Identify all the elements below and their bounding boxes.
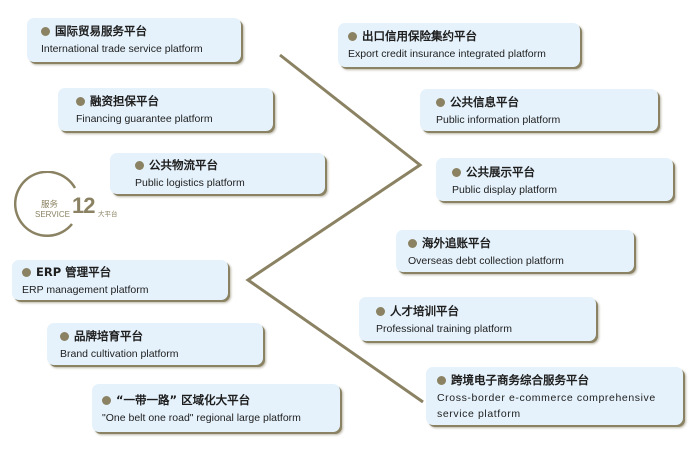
badge-number: 12 xyxy=(72,193,96,218)
platform-brand-cultivation: 品牌培育平台 Brand cultivation platform xyxy=(47,323,263,365)
platform-public-display: 公共展示平台 Public display platform xyxy=(436,158,673,201)
platform-name-zh: 公共信息平台 xyxy=(450,95,519,109)
platform-name-zh: 融资担保平台 xyxy=(90,94,159,108)
platform-cross-border-ecommerce: 跨境电子商务综合服务平台 Cross-border e-commerce com… xyxy=(426,367,683,425)
platform-name-zh: 公共展示平台 xyxy=(466,165,535,179)
platform-name-en: Brand cultivation platform xyxy=(60,348,179,360)
platform-name-zh: 品牌培育平台 xyxy=(74,329,143,343)
platform-name-en: Export credit insurance integrated platf… xyxy=(348,48,546,60)
platform-name-en: ERP management platform xyxy=(22,284,149,296)
platform-professional-training: 人才培训平台 Professional training platform xyxy=(359,297,596,341)
platform-name-zh: ERP 管理平台 xyxy=(36,265,112,279)
service-12-badge: 服务 SERVICE 12 大平台 xyxy=(14,171,124,241)
bullet-icon xyxy=(135,161,144,170)
platform-name-en: Overseas debt collection platform xyxy=(408,255,564,267)
platform-overseas-debt-collection: 海外追账平台 Overseas debt collection platform xyxy=(396,230,634,272)
platform-name-zh: 人才培训平台 xyxy=(390,304,459,318)
platform-export-credit-insurance: 出口信用保险集约平台 Export credit insurance integ… xyxy=(338,23,580,67)
platform-financing-guarantee: 融资担保平台 Financing guarantee platform xyxy=(58,88,273,131)
bullet-icon xyxy=(437,376,446,385)
platform-one-belt-one-road: “一带一路” 区域化大平台 "One belt one road" region… xyxy=(92,384,340,432)
platform-international-trade: 国际贸易服务平台 International trade service pla… xyxy=(27,18,241,62)
bullet-icon xyxy=(436,98,445,107)
platform-name-en: Professional training platform xyxy=(376,323,512,335)
platform-public-information: 公共信息平台 Public information platform xyxy=(420,89,658,131)
bullet-icon xyxy=(60,332,69,341)
platform-name-en: "One belt one road" regional large platf… xyxy=(102,412,301,424)
platform-erp-management: ERP 管理平台 ERP management platform xyxy=(12,260,228,300)
bullet-icon xyxy=(408,239,417,248)
platform-name-en: Public logistics platform xyxy=(135,177,245,189)
bullet-icon xyxy=(376,307,385,316)
bullet-icon xyxy=(348,32,357,41)
platform-name-zh: “一带一路” 区域化大平台 xyxy=(116,393,251,407)
platform-public-logistics: 公共物流平台 Public logistics platform xyxy=(110,153,325,194)
bullet-icon xyxy=(41,27,50,36)
platform-name-en: Cross-border e-commerce comprehensive se… xyxy=(437,392,656,420)
bullet-icon xyxy=(76,97,85,106)
platform-name-zh: 公共物流平台 xyxy=(149,158,218,172)
badge-suffix: 大平台 xyxy=(98,210,118,218)
badge-label-en: SERVICE xyxy=(35,210,70,219)
platform-name-zh: 国际贸易服务平台 xyxy=(55,24,147,38)
platform-name-zh: 跨境电子商务综合服务平台 xyxy=(451,373,589,387)
zigzag-connector xyxy=(245,53,424,404)
bullet-icon xyxy=(102,396,111,405)
bullet-icon xyxy=(452,168,461,177)
bullet-icon xyxy=(22,268,31,277)
badge-ring xyxy=(14,171,77,238)
platform-name-en: Public display platform xyxy=(452,184,558,196)
platform-name-zh: 出口信用保险集约平台 xyxy=(362,29,477,43)
platform-name-en: Public information platform xyxy=(436,114,561,126)
badge-label-zh: 服务 xyxy=(41,200,59,210)
platform-name-en: International trade service platform xyxy=(41,43,203,55)
platform-name-en: Financing guarantee platform xyxy=(76,113,213,125)
platform-name-zh: 海外追账平台 xyxy=(422,236,491,250)
